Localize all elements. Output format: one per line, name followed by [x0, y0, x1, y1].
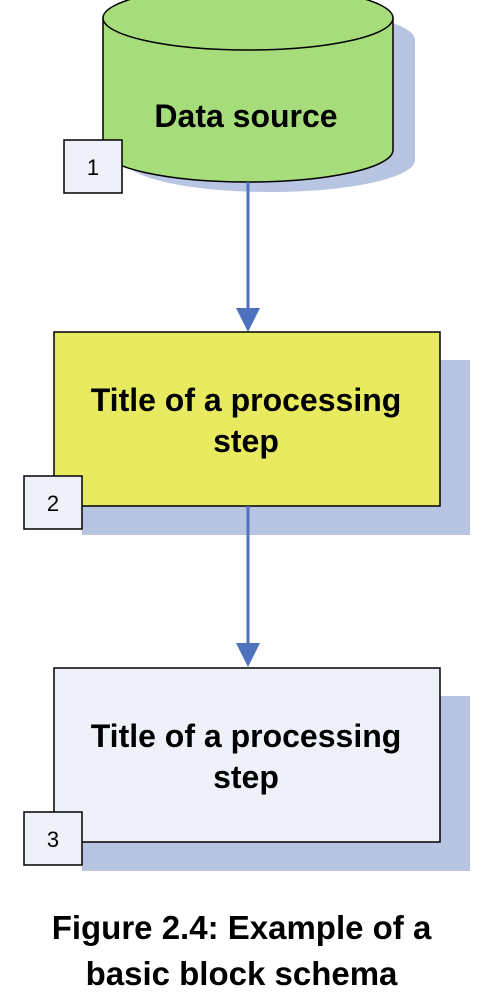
- node-1-number: 1: [87, 155, 99, 180]
- node-3-title-line-1: Title of a processing: [91, 718, 402, 754]
- node-1-number-box: [63, 139, 123, 194]
- node-2-box: [53, 331, 441, 507]
- node-processing-step-3: Title of a processing step 3: [23, 667, 470, 871]
- node-3-title-line-2: step: [213, 759, 279, 795]
- caption-line-2: basic block schema: [85, 955, 398, 992]
- node-processing-step-2: Title of a processing step 2: [23, 331, 470, 535]
- figure-caption: Figure 2.4: Example of a basic block sch…: [0, 905, 483, 997]
- node-3-number-box: [23, 811, 83, 866]
- node-3-box: [53, 667, 441, 843]
- edge-2-arrowhead: [236, 643, 260, 667]
- edge-2-to-3: [236, 506, 260, 667]
- caption-line-1: Figure 2.4: Example of a: [51, 909, 432, 946]
- node-2-title-line-1: Title of a processing: [91, 382, 402, 418]
- edge-1-to-2: [236, 182, 260, 332]
- node-data-source: Data source 1: [63, 0, 415, 194]
- node-2-number: 2: [47, 491, 59, 516]
- node-2-title-line-2: step: [213, 423, 279, 459]
- node-3-number: 3: [47, 827, 59, 852]
- edge-1-arrowhead: [236, 308, 260, 332]
- node-1-cylinder-top: [102, 0, 394, 51]
- node-1-title: Data source: [154, 98, 337, 134]
- node-2-number-box: [23, 475, 83, 530]
